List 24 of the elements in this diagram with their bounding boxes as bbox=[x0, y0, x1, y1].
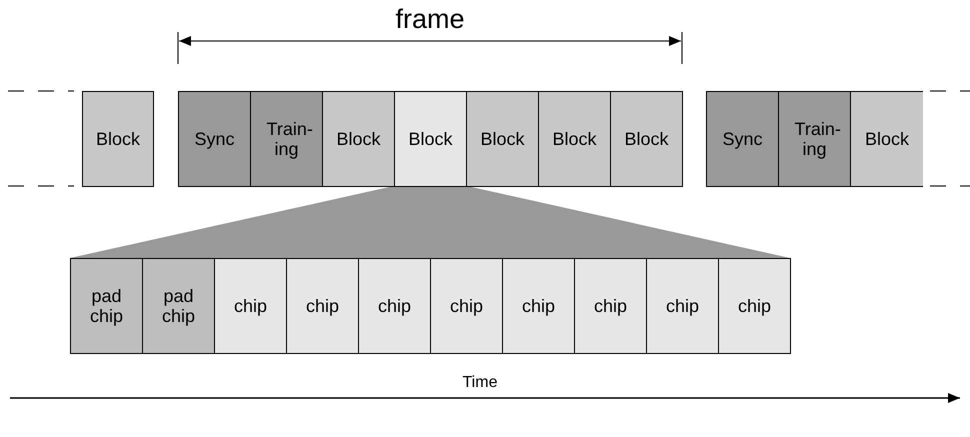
axis-label: Time bbox=[462, 374, 498, 392]
training-cell: Train- ing bbox=[250, 91, 323, 187]
block-cell: Block bbox=[82, 91, 154, 187]
chip-cell: chip bbox=[286, 258, 359, 354]
pad-chip-cell: pad chip bbox=[70, 258, 143, 354]
block-cell: Block bbox=[538, 91, 611, 187]
block-cell: Block bbox=[394, 91, 467, 187]
chip-cell: chip bbox=[574, 258, 647, 354]
sync-cell: Sync bbox=[706, 91, 779, 187]
chip-cell: chip bbox=[646, 258, 719, 354]
chip-cell: chip bbox=[430, 258, 503, 354]
chip-cell: chip bbox=[502, 258, 575, 354]
chip-cell: chip bbox=[358, 258, 431, 354]
sync-cell: Sync bbox=[178, 91, 251, 187]
training-cell: Train- ing bbox=[778, 91, 851, 187]
pad-chip-cell: pad chip bbox=[142, 258, 215, 354]
block-cell: Block bbox=[466, 91, 539, 187]
chip-cell: chip bbox=[718, 258, 791, 354]
dimension-label: frame bbox=[396, 4, 465, 35]
block-cell: Block bbox=[322, 91, 395, 187]
expansion-wedge bbox=[70, 186, 790, 258]
block-cell: Block bbox=[610, 91, 683, 187]
chip-cell: chip bbox=[214, 258, 287, 354]
block-cell: Block bbox=[850, 91, 923, 187]
